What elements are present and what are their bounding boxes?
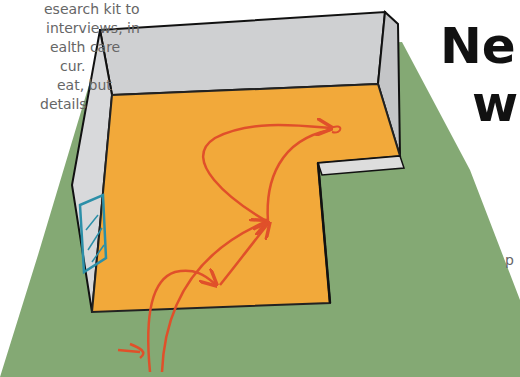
heading-fragment: w — [472, 76, 518, 132]
text-fragment: ealth care — [50, 39, 120, 56]
text-fragment: esearch kit to — [44, 1, 140, 18]
notch-edge — [318, 163, 330, 303]
heading-fragment: Ne — [440, 18, 516, 74]
walk-path — [268, 130, 330, 222]
whiteboard — [80, 195, 106, 272]
text-fragment: details — [40, 96, 87, 113]
notch-wall — [318, 156, 404, 175]
floor — [92, 84, 400, 312]
text-fragment: cur. — [60, 58, 86, 75]
text-fragment: eat, but — [57, 77, 112, 94]
start-mark — [118, 344, 143, 358]
walk-path — [220, 224, 268, 285]
text-fragment: interviews, in — [46, 20, 140, 37]
end-mark — [330, 126, 340, 132]
text-fragment: p — [505, 252, 514, 269]
back-wall — [100, 12, 385, 95]
whiteboard-scribble — [86, 215, 104, 262]
walk-path — [203, 125, 330, 222]
walk-path — [148, 271, 215, 372]
walk-path — [162, 222, 265, 372]
